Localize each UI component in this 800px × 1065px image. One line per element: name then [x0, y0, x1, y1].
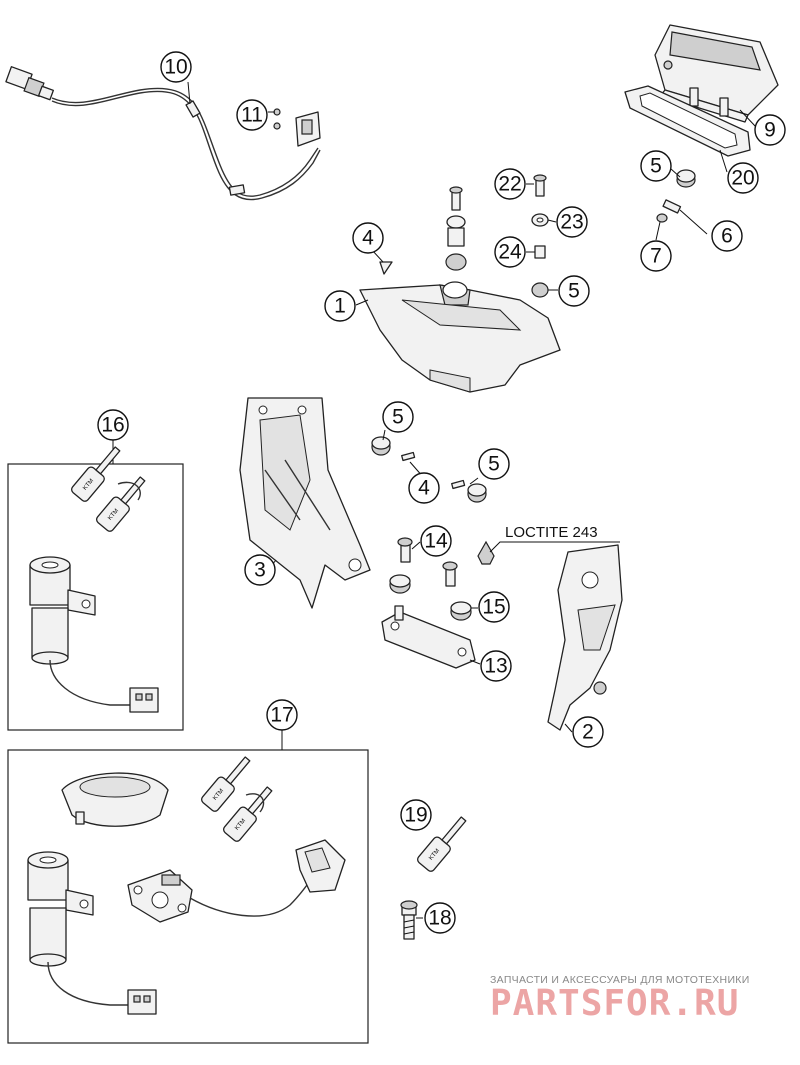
watermark-tagline: ЗАПЧАСТИ И АКСЕССУАРЫ ДЛЯ МОТОТЕХНИКИ — [490, 974, 750, 986]
callout-18: 18 — [424, 902, 456, 934]
svg-text:5: 5 — [568, 280, 580, 303]
callout-4b: 4 — [408, 472, 440, 504]
callout-7: 7 — [640, 240, 672, 272]
callout-5b: 5 — [558, 275, 590, 307]
callout-4a: 4 — [352, 222, 384, 254]
mounting-plate-group — [381, 537, 495, 669]
svg-text:20: 20 — [731, 167, 754, 190]
svg-text:24: 24 — [498, 241, 522, 264]
callout-23: 23 — [556, 206, 588, 238]
svg-text:11: 11 — [241, 104, 263, 127]
svg-text:6: 6 — [721, 225, 733, 248]
callout-19: 19 — [400, 799, 432, 831]
callout-20: 20 — [727, 162, 759, 194]
grommet-screw-group-middle — [371, 436, 487, 503]
svg-text:23: 23 — [560, 211, 583, 234]
kit-16-frame — [7, 463, 184, 731]
svg-text:15: 15 — [482, 596, 505, 619]
callout-22: 22 — [494, 168, 526, 200]
switch-part — [273, 108, 321, 147]
svg-text:19: 19 — [404, 804, 427, 827]
svg-text:18: 18 — [428, 907, 451, 930]
bolt-part — [400, 900, 418, 940]
svg-text:5: 5 — [392, 406, 404, 429]
svg-text:17: 17 — [270, 704, 293, 727]
key-blank-part: KTM — [416, 816, 467, 872]
callout-2: 2 — [572, 716, 604, 748]
callout-1: 1 — [324, 290, 356, 322]
callout-13: 13 — [480, 650, 512, 682]
callout-3: 3 — [244, 554, 276, 586]
callout-5a: 5 — [640, 150, 672, 182]
svg-text:9: 9 — [764, 119, 776, 142]
svg-text:22: 22 — [498, 173, 521, 196]
callout-17: 17 — [266, 699, 298, 731]
callout-10: 10 — [160, 51, 192, 83]
ignition-lock-kit-17: KTM KTM — [27, 756, 346, 1015]
svg-text:1: 1 — [334, 295, 346, 318]
instrument-cluster-part — [624, 24, 779, 157]
kit-17-frame — [7, 749, 369, 1044]
svg-text:2: 2 — [582, 721, 594, 744]
svg-text:13: 13 — [484, 655, 507, 678]
watermark-logo: PARTSFOR.RU — [490, 983, 739, 1024]
callout-5d: 5 — [478, 448, 510, 480]
svg-text:5: 5 — [488, 453, 500, 476]
svg-text:5: 5 — [650, 155, 662, 178]
callout-5c: 5 — [382, 401, 414, 433]
callout-11: 11 — [236, 99, 268, 131]
callout-9: 9 — [754, 114, 786, 146]
callout-16: 16 — [97, 409, 129, 441]
svg-text:14: 14 — [424, 530, 448, 553]
grommet-screw-group-upper — [656, 169, 696, 223]
svg-text:7: 7 — [650, 245, 662, 268]
headlight-mask-upper-part — [359, 281, 561, 393]
svg-text:3: 3 — [254, 559, 266, 582]
svg-text:16: 16 — [101, 414, 124, 437]
svg-text:4: 4 — [362, 227, 374, 250]
svg-text:4: 4 — [418, 477, 430, 500]
left-bracket-part — [239, 397, 371, 609]
wiring-harness-part — [5, 66, 321, 201]
loctite-note: LOCTITE 243 — [505, 524, 598, 541]
callout-24: 24 — [494, 236, 526, 268]
right-bracket-part — [547, 544, 623, 731]
callout-14: 14 — [420, 525, 452, 557]
ignition-lock-kit-16: KTM KTM — [29, 446, 159, 713]
callout-15: 15 — [478, 591, 510, 623]
callout-6: 6 — [711, 220, 743, 252]
svg-text:10: 10 — [164, 56, 187, 79]
fastener-group-top — [379, 174, 549, 298]
